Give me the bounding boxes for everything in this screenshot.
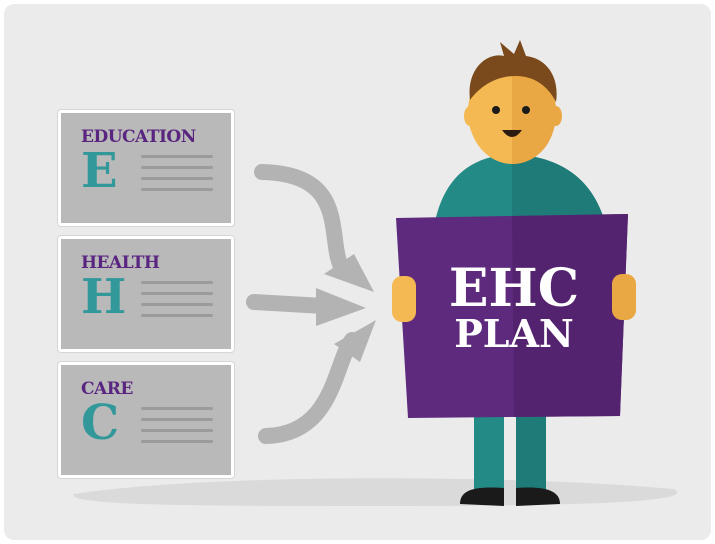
left-shoe — [460, 487, 504, 506]
health-card-letter: H — [81, 269, 127, 325]
illustration-frame: EDUCATION E HEALTH H CARE C — [4, 4, 711, 540]
person-figure — [73, 40, 678, 506]
mouth — [502, 130, 522, 137]
health-card-text-lines — [141, 281, 213, 325]
left-hand — [392, 276, 416, 322]
board-title-line1: EHC — [448, 258, 580, 319]
education-card: EDUCATION E — [58, 110, 234, 226]
ehc-plan-board-shade — [512, 214, 628, 417]
hair — [469, 40, 557, 102]
middle-arrow-line — [246, 294, 332, 314]
flow-arrows — [246, 164, 376, 444]
left-eye — [492, 106, 500, 114]
care-card-title: CARE — [81, 379, 133, 399]
top-arrow-head — [324, 254, 374, 292]
education-card-letter: E — [81, 143, 118, 199]
ground-shadow — [73, 478, 678, 506]
right-ear — [550, 106, 562, 126]
top-arrow-curve — [254, 164, 352, 280]
care-card-text-lines — [141, 407, 213, 451]
education-card-text-lines — [141, 155, 213, 199]
care-card-letter: C — [81, 395, 120, 451]
board-title-line2: PLAN — [454, 311, 574, 356]
bottom-arrow-head — [334, 320, 376, 362]
health-card: HEALTH H — [58, 236, 234, 352]
right-eye — [522, 106, 530, 114]
care-card: CARE C — [58, 362, 234, 478]
middle-arrow-head — [316, 288, 366, 326]
health-card-title: HEALTH — [81, 253, 160, 273]
left-ear — [464, 106, 476, 126]
right-shoe — [516, 487, 560, 506]
right-hand — [612, 274, 636, 320]
education-card-title: EDUCATION — [81, 127, 196, 147]
shirt-shade — [512, 154, 606, 226]
